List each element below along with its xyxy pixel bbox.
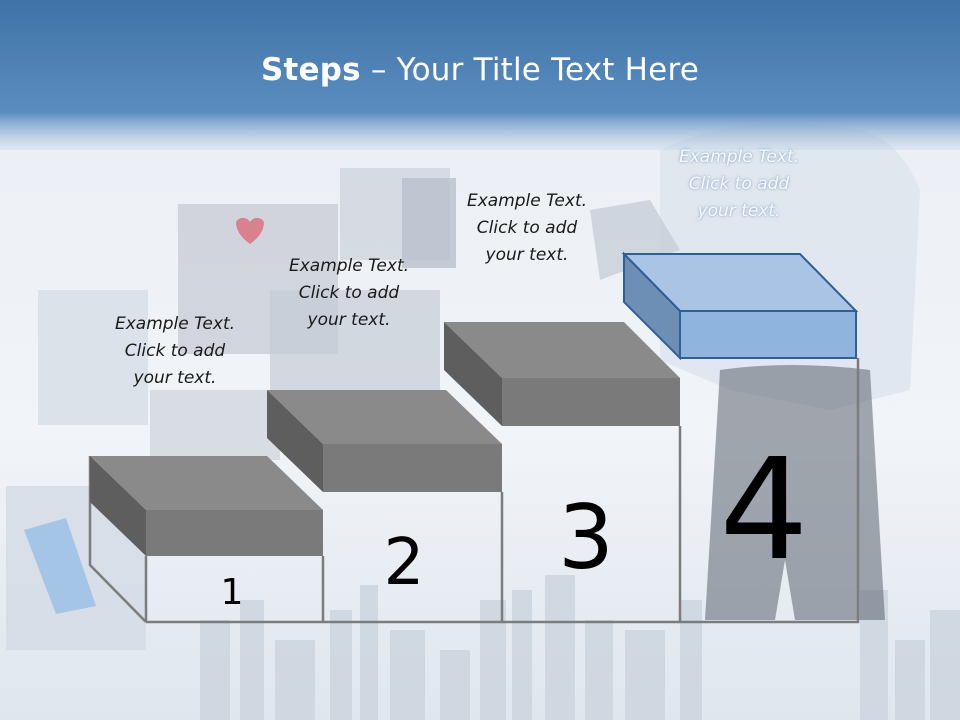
step-1-line-1: Example Text. [114,314,236,334]
step-2-text[interactable]: Example Text. Click to add your text. [264,253,434,334]
step-4-number: 4 [719,429,808,592]
laptop-icon [24,518,96,614]
step-4-line-1: Example Text. [678,147,800,167]
step-3-line-2: Click to add [476,218,578,238]
step-1-line-2: Click to add [124,341,226,361]
step-1-text[interactable]: Example Text. Click to add your text. [90,311,260,392]
step-4-line-2: Click to add [688,174,790,194]
businessman-trousers [705,365,885,620]
step-1-block [90,456,323,556]
step-2-line-3: your text. [307,310,391,330]
photo-city [270,290,440,390]
step-2-block [267,390,502,492]
step-4-text[interactable]: Example Text. Click to add your text. [654,144,824,225]
title-rest: – Your Title Text Here [360,52,699,88]
step-4-line-3: your text. [697,201,781,221]
slide-title[interactable]: Steps – Your Title Text Here [0,52,960,88]
step-3-line-1: Example Text. [466,191,588,211]
step-2-number: 2 [384,526,425,600]
photo-house [38,290,148,425]
step-3-block [444,322,680,426]
tablet-icon [590,200,680,280]
step-2-line-2: Click to add [298,283,400,303]
step-3-text[interactable]: Example Text. Click to add your text. [442,188,612,269]
step-2-line-1: Example Text. [288,256,410,276]
title-bar [0,0,960,150]
title-bold: Steps [260,52,361,88]
heart-icon [236,217,264,244]
step-3-number: 3 [558,486,614,589]
step-4-block [621,251,859,361]
step-1-number: 1 [221,572,244,613]
step-3-line-3: your text. [485,245,569,265]
step-1-line-3: your text. [133,368,217,388]
